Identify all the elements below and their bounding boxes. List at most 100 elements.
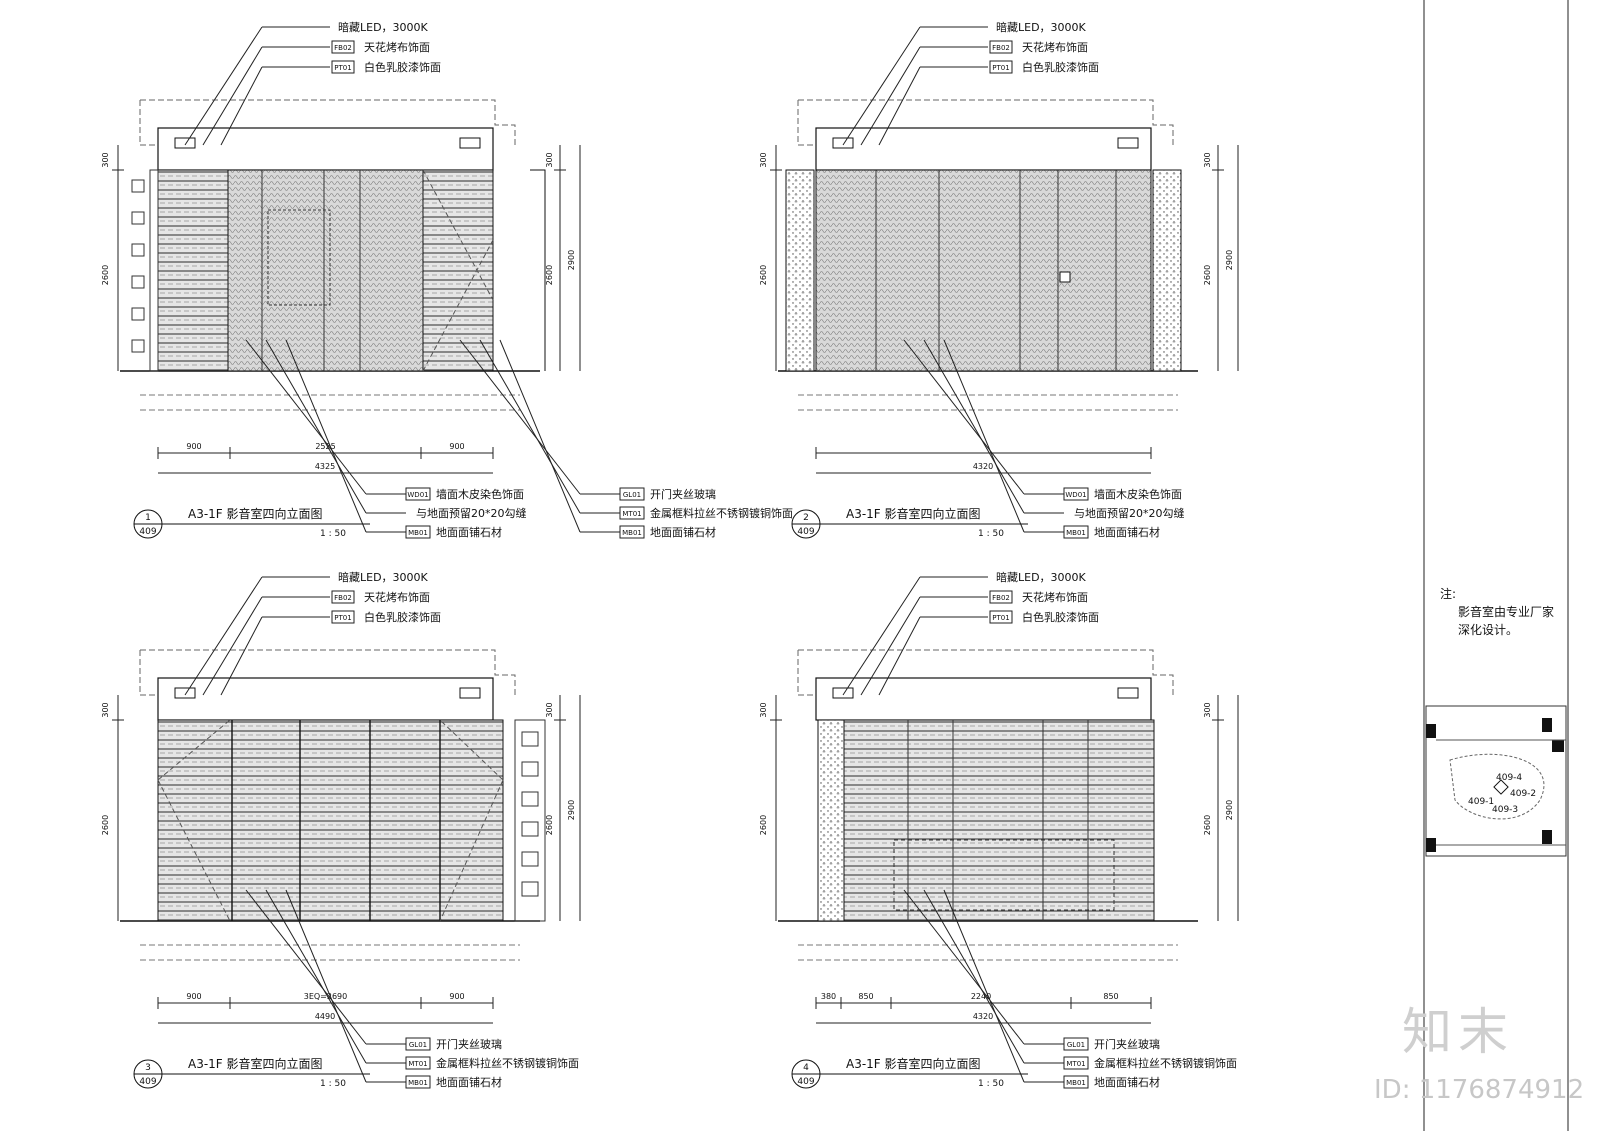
callout-text: 暗藏LED，3000K xyxy=(338,570,429,584)
dim-label: 3EQ=2690 xyxy=(304,992,348,1001)
slat-panel-right xyxy=(422,169,494,372)
key-plan-label: 409-1 xyxy=(1468,797,1494,807)
callout-tag xyxy=(331,60,355,74)
callout-text: 白色乳胶漆饰面 xyxy=(364,610,441,624)
dim-label: 2600 xyxy=(101,265,110,285)
drawing-number: 2 xyxy=(803,513,809,523)
floor-slab xyxy=(140,944,520,961)
dim-label: 380 xyxy=(821,992,836,1001)
sheet-reference: 409 xyxy=(139,1077,156,1087)
shelf-item xyxy=(521,821,539,837)
callout-tag xyxy=(619,525,645,539)
led-trough-left xyxy=(832,137,854,149)
wall-return xyxy=(530,169,546,371)
dim-label: 2600 xyxy=(545,815,554,835)
callout-tag xyxy=(405,1056,431,1070)
callout-text: 与地面预留20*20勾缝 xyxy=(1074,506,1185,520)
leader-line xyxy=(220,616,263,696)
dim-label: 2600 xyxy=(101,815,110,835)
note-title: 注: xyxy=(1440,587,1457,601)
callout-tag xyxy=(331,40,355,54)
callout-text: 金属框料拉丝不锈钢镀铜饰面 xyxy=(650,506,793,520)
ceiling-outline xyxy=(798,99,1174,145)
callout-text: 暗藏LED，3000K xyxy=(996,20,1087,34)
callout-tag xyxy=(405,1037,431,1051)
callout-code: PT01 xyxy=(334,64,351,72)
shelf-item xyxy=(131,243,145,257)
fabric-wall xyxy=(815,169,1152,372)
dim-label: 2600 xyxy=(1203,265,1212,285)
callout-text: 金属框料拉丝不锈钢镀铜饰面 xyxy=(436,1056,579,1070)
dim-label: 850 xyxy=(1103,992,1118,1001)
leader-line xyxy=(285,889,367,1083)
led-trough-right xyxy=(459,687,481,699)
drawing-title: A3-1F 影音室四向立面图 xyxy=(846,506,981,521)
callout-text: 天花烤布饰面 xyxy=(364,40,430,54)
dim-label: 300 xyxy=(101,152,110,167)
led-trough-left xyxy=(174,687,196,699)
callout-code: WD01 xyxy=(407,491,428,499)
callout-tag xyxy=(331,590,355,604)
callout-tag xyxy=(1063,1037,1089,1051)
leader-line xyxy=(878,66,921,146)
callout-code: PT01 xyxy=(992,64,1009,72)
drawing-scale: 1 : 50 xyxy=(320,1079,346,1089)
leader-line xyxy=(878,616,921,696)
leader-line xyxy=(943,339,1025,533)
leader-line xyxy=(943,889,1025,1083)
design-note: 注: 影音室由专业厂家 深化设计。 xyxy=(1440,585,1554,639)
leader-line xyxy=(202,46,263,146)
callout-text: 天花烤布饰面 xyxy=(364,590,430,604)
key-plan: 409-1 409-2 409-3 409-4 xyxy=(1425,705,1567,857)
dim-label: 300 xyxy=(545,702,554,717)
drawing-title: A3-1F 影音室四向立面图 xyxy=(188,506,323,521)
led-trough-right xyxy=(459,137,481,149)
dim-label: 4325 xyxy=(315,462,335,471)
dim-label: 300 xyxy=(1203,702,1212,717)
led-trough-left xyxy=(832,687,854,699)
ceiling-outline xyxy=(139,650,155,696)
dim-label: 2900 xyxy=(567,800,576,820)
shelf-item xyxy=(521,761,539,777)
switch-plate xyxy=(1059,271,1071,283)
callout-code: MT01 xyxy=(1066,1060,1085,1068)
dim-label: 2600 xyxy=(759,815,768,835)
callout-text: 开门夹丝玻璃 xyxy=(650,487,716,501)
callout-text: 墙面木皮染色饰面 xyxy=(436,487,524,501)
ceiling-outline xyxy=(797,100,813,146)
callout-text: 暗藏LED，3000K xyxy=(338,20,429,34)
slat-wall xyxy=(157,719,504,922)
leader-line xyxy=(265,339,367,514)
stone-column xyxy=(817,719,845,922)
floor-slab xyxy=(798,394,1178,411)
floor-slab xyxy=(140,394,520,411)
sheet-reference: 409 xyxy=(139,527,156,537)
shelf-item xyxy=(131,275,145,289)
led-trough-right xyxy=(1117,687,1139,699)
shelf-item xyxy=(131,179,145,193)
callout-text: 白色乳胶漆饰面 xyxy=(1022,610,1099,624)
drawing-number: 1 xyxy=(145,513,151,523)
sheet-reference: 409 xyxy=(797,527,814,537)
callout-text: 天花烤布饰面 xyxy=(1022,40,1088,54)
callout-code: PT01 xyxy=(334,614,351,622)
callout-code: MT01 xyxy=(622,510,641,518)
callout-code: FB02 xyxy=(334,594,352,602)
ceiling-outline xyxy=(140,99,516,145)
dim-label: 300 xyxy=(759,702,768,717)
leader-line xyxy=(860,596,921,696)
callout-text: 地面面铺石材 xyxy=(1094,1075,1160,1089)
drawing-title: A3-1F 影音室四向立面图 xyxy=(846,1056,981,1071)
callout-tag xyxy=(989,40,1013,54)
drawing-number: 3 xyxy=(145,1063,151,1073)
callout-code: MB01 xyxy=(408,529,428,537)
callout-code: PT01 xyxy=(992,614,1009,622)
callout-tag xyxy=(1063,1056,1089,1070)
leader-line xyxy=(860,46,921,146)
leader-line xyxy=(903,339,1025,495)
drawing-number: 4 xyxy=(803,1063,809,1073)
callout-code: GL01 xyxy=(1067,1041,1085,1049)
dim-label: 4490 xyxy=(315,1012,335,1021)
